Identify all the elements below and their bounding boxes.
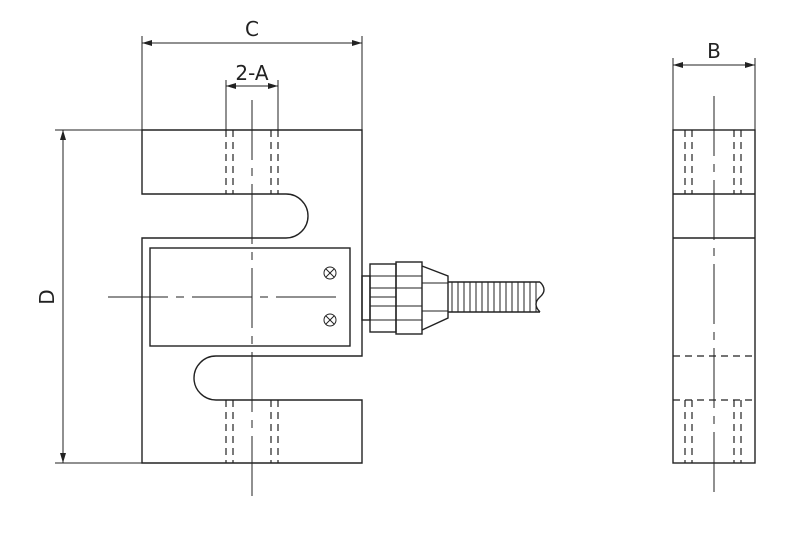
dimension-label-d: D <box>35 289 59 304</box>
side-hidden-holes-top <box>684 130 742 194</box>
s-body-outline <box>141 129 363 464</box>
cable <box>448 281 545 313</box>
dimension-label-c: C <box>245 17 259 41</box>
screw-bottom-icon <box>323 313 337 327</box>
dimension-c: C <box>141 17 363 130</box>
dimension-2a: 2-A <box>225 61 279 130</box>
hidden-holes-bottom <box>225 400 279 463</box>
cable-connector <box>361 261 449 335</box>
hidden-holes-top <box>225 130 279 194</box>
side-view <box>672 96 756 497</box>
screw-top-icon <box>323 266 337 280</box>
dimension-label-b: B <box>707 39 721 63</box>
dimension-d: D <box>35 129 142 464</box>
dimension-label-2a: 2-A <box>235 61 269 85</box>
dimension-b: B <box>672 39 756 130</box>
side-hidden-holes-bottom <box>684 400 742 463</box>
front-view <box>108 100 545 497</box>
